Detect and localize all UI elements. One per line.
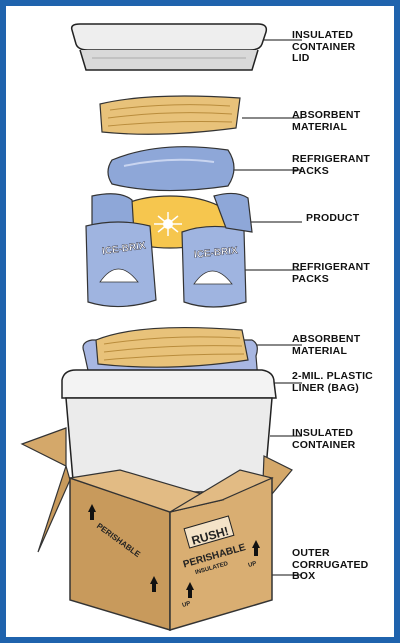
label-line: ABSORBENT bbox=[292, 110, 392, 122]
label-line: OUTER bbox=[292, 548, 392, 560]
label-line: BOX bbox=[292, 571, 392, 583]
label-absorbent-material-bottom: ABSORBENT MATERIAL bbox=[292, 334, 392, 357]
label-line: REFRIGERANT bbox=[292, 262, 392, 274]
label-line: PACKS bbox=[292, 274, 392, 286]
label-line: MATERIAL bbox=[292, 122, 392, 134]
label-line: LID bbox=[292, 53, 392, 65]
label-line: INSULATED bbox=[292, 30, 392, 42]
label-insulated-container-lid: INSULATED CONTAINER LID bbox=[292, 30, 392, 65]
label-line: LINER (BAG) bbox=[292, 383, 392, 395]
label-line: MATERIAL bbox=[292, 346, 392, 358]
label-absorbent-material-top: ABSORBENT MATERIAL bbox=[292, 110, 392, 133]
label-line: CONTAINER bbox=[292, 440, 392, 452]
label-plastic-liner: 2-MIL. PLASTIC LINER (BAG) bbox=[292, 371, 392, 394]
label-refrigerant-packs-top: REFRIGERANT PACKS bbox=[292, 154, 392, 177]
container-lid bbox=[72, 24, 267, 70]
label-line: 2-MIL. PLASTIC bbox=[292, 371, 392, 383]
absorbent-pad-top bbox=[100, 96, 240, 134]
label-line: INSULATED bbox=[292, 428, 392, 440]
label-line: ABSORBENT bbox=[292, 334, 392, 346]
label-refrigerant-packs-side: REFRIGERANT PACKS bbox=[292, 262, 392, 285]
label-line: REFRIGERANT bbox=[292, 154, 392, 166]
label-insulated-container: INSULATED CONTAINER bbox=[292, 428, 392, 451]
label-line: PACKS bbox=[292, 166, 392, 178]
label-product: PRODUCT bbox=[306, 213, 400, 225]
label-outer-corrugated-box: OUTER CORRUGATED BOX bbox=[292, 548, 392, 583]
label-line: PRODUCT bbox=[306, 213, 400, 225]
refrigerant-pack-top bbox=[108, 147, 234, 191]
absorbent-pad-bottom bbox=[96, 328, 248, 368]
